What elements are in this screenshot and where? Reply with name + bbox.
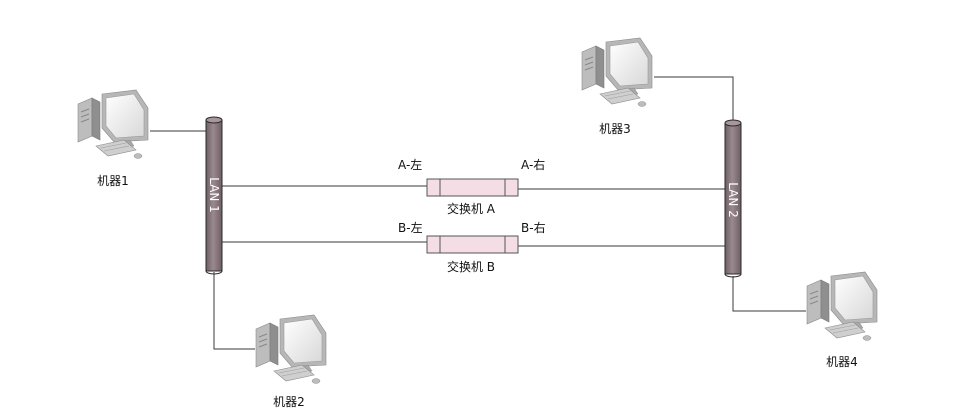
machine-2-label: 机器2 [273,395,305,409]
machine-1[interactable]: 机器1 [78,90,148,188]
wire-machine2-lan1 [214,272,255,349]
machine-1-label: 机器1 [97,174,129,188]
computer-icon [78,90,148,158]
lan-bus-2[interactable]: LAN 2 [725,120,741,277]
computer-icon [807,272,877,340]
lan-2-label: LAN 2 [726,182,740,218]
switch-b[interactable]: B-左 B-右 交换机 B [398,220,546,274]
switch-a-label: 交换机 A [447,201,496,216]
switch-a-left-port-label: A-左 [398,157,422,172]
machine-2[interactable]: 机器2 [256,315,326,409]
switch-b-label: 交换机 B [447,259,495,274]
wire-machine4-lan2 [733,276,806,311]
switch-b-left-port-label: B-左 [398,220,423,235]
machine-3[interactable]: 机器3 [582,38,652,136]
computer-icon [582,38,652,106]
switch-a-right-port-label: A-右 [521,157,545,172]
machine-3-label: 机器3 [599,122,631,136]
lan-1-label: LAN 1 [207,177,221,213]
machine-4-label: 机器4 [826,355,858,369]
switch-b-right-port-label: B-右 [521,220,546,235]
machine-4[interactable]: 机器4 [807,272,877,369]
computer-icon [256,315,326,383]
lan-bus-1[interactable]: LAN 1 [206,117,222,274]
wire-machine3-lan2 [654,77,733,123]
